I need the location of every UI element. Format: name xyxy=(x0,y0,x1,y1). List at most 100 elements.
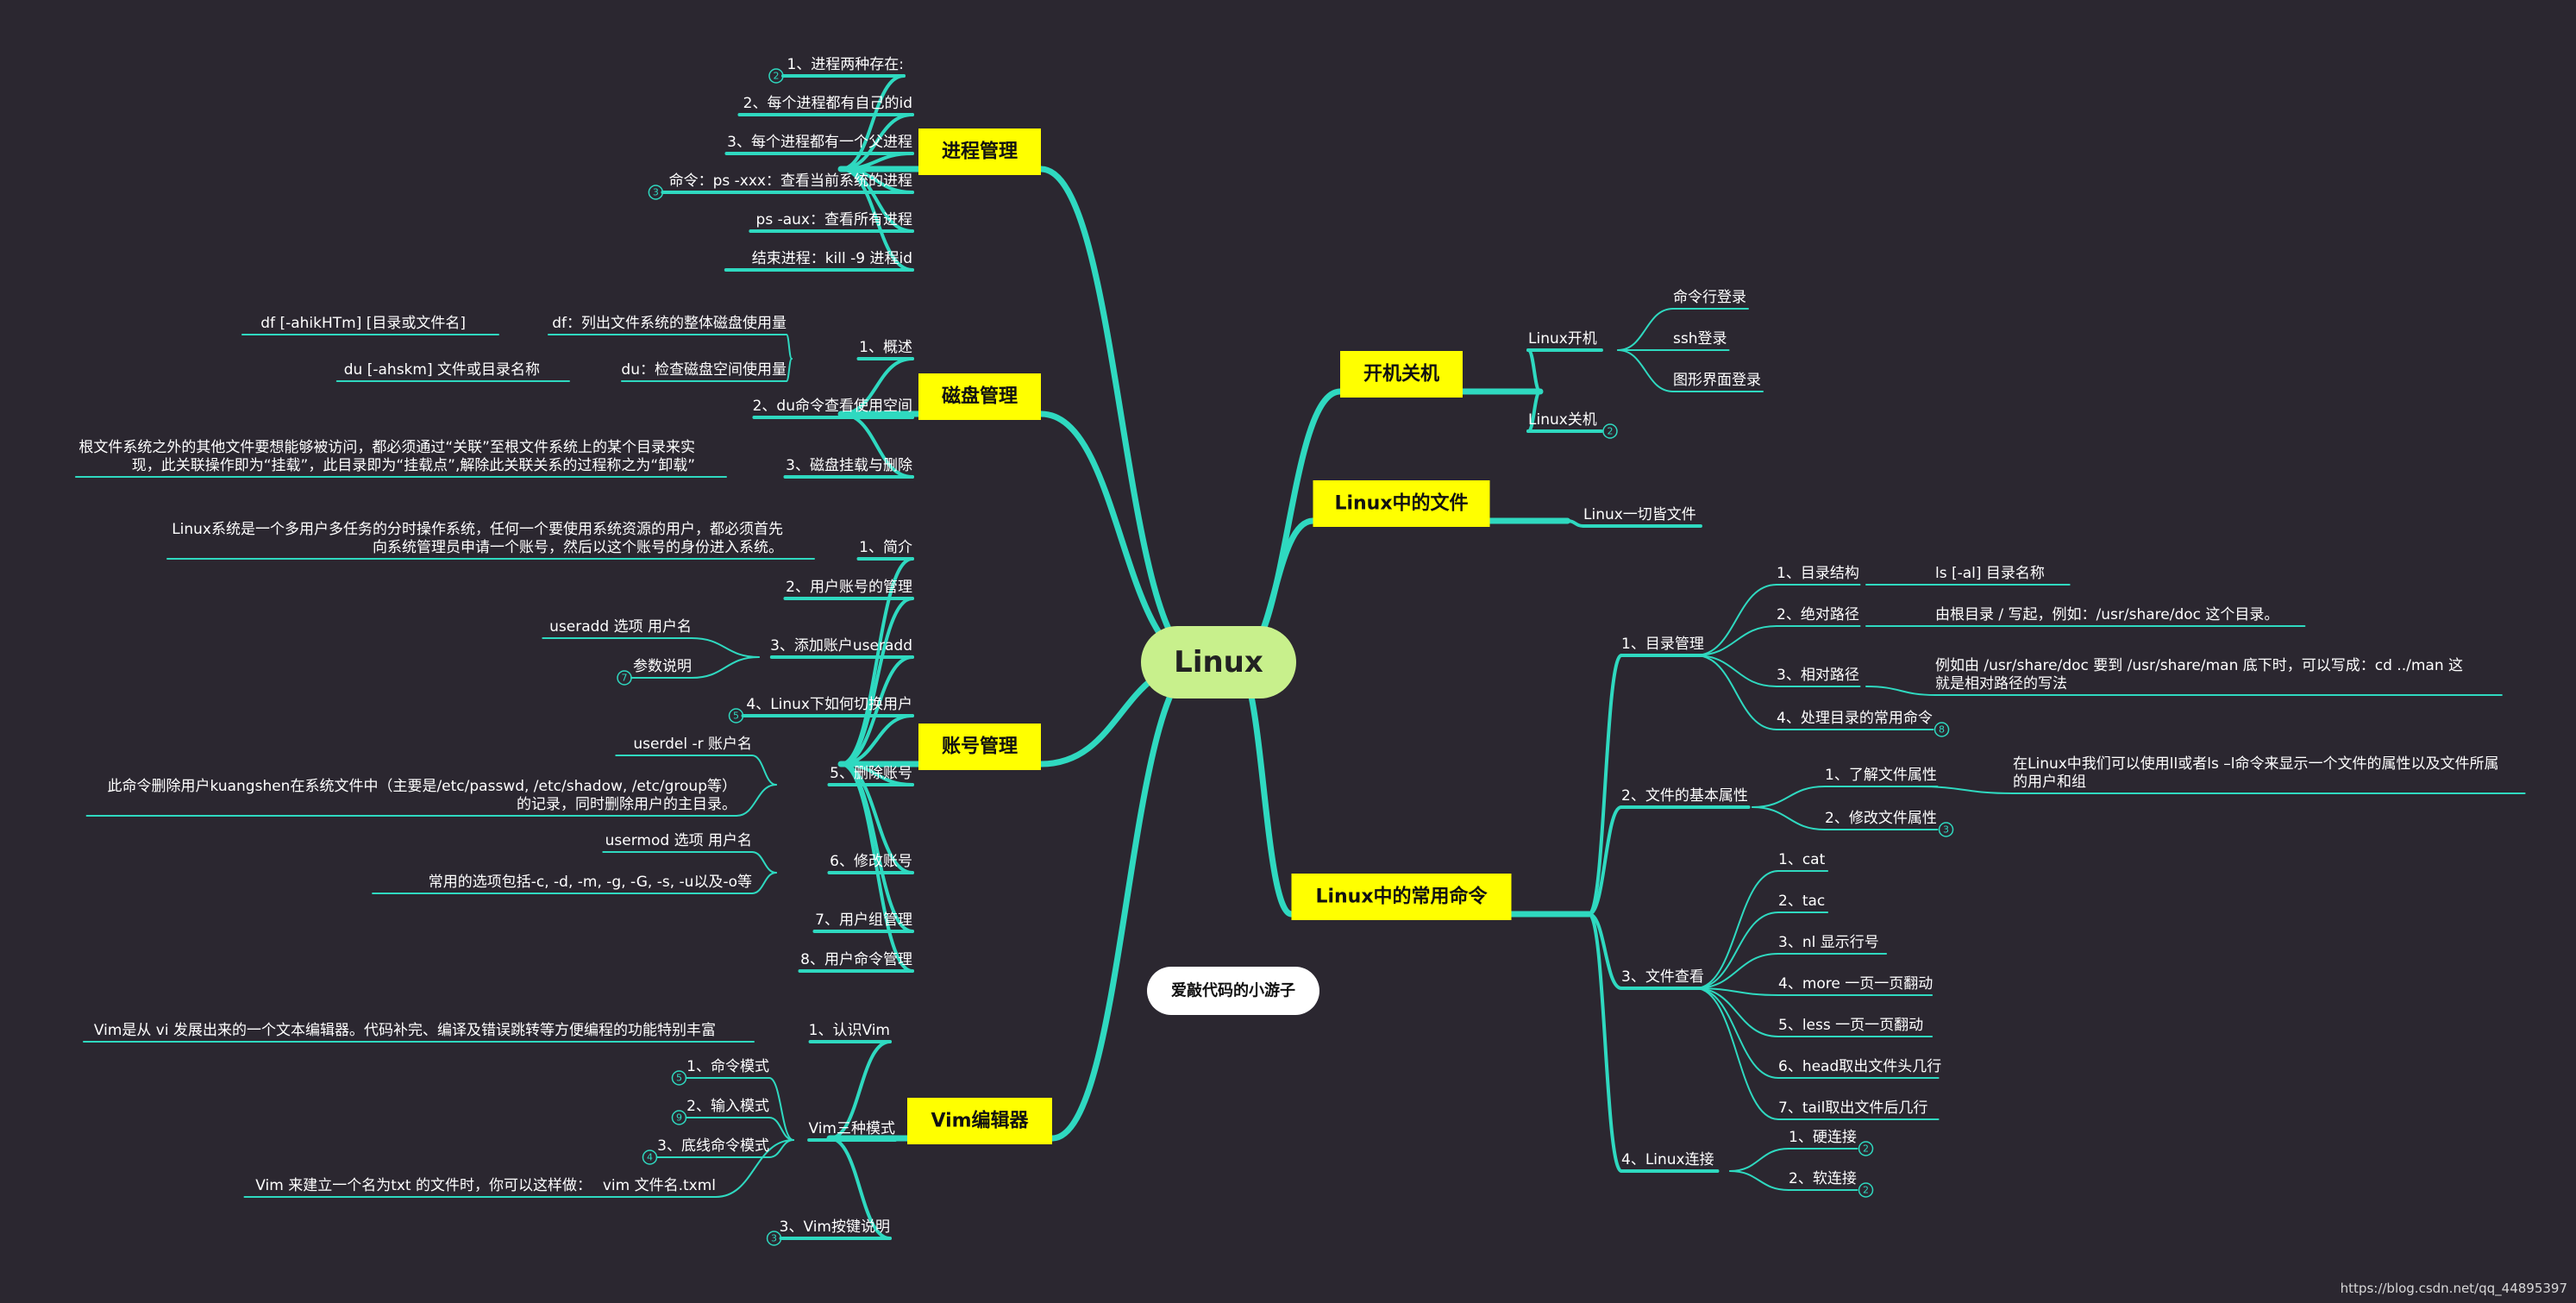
topic-zh6a[interactable]: usermod 选项 用户名 xyxy=(605,832,752,849)
topic-c3e[interactable]: 5、less 一页一页翻动 xyxy=(1778,1017,1923,1034)
topic-k1[interactable]: Linux开机 xyxy=(1528,330,1597,348)
topic-c3[interactable]: 3、文件查看 xyxy=(1621,968,1704,986)
topic-c1b[interactable]: 2、绝对路径 xyxy=(1777,606,1859,623)
topic-k2[interactable]: Linux关机 xyxy=(1528,411,1597,429)
topic-label: Vim 来建立一个名为txt 的文件时，你可以这样做： xyxy=(255,1177,592,1194)
topic-zh6[interactable]: 6、修改账号 xyxy=(830,853,912,870)
branch-topic-kj[interactable]: 开机关机 xyxy=(1340,351,1463,398)
topic-cp1[interactable]: 1、概述 xyxy=(859,339,912,356)
connector xyxy=(751,872,777,894)
central-topic[interactable]: Linux xyxy=(1141,626,1296,698)
topic-c2a[interactable]: 1、了解文件属性 xyxy=(1825,767,1937,784)
count-badge[interactable]: 8 xyxy=(1934,722,1950,737)
topic-jc4[interactable]: 命令：ps -xxx：查看当前系统的进程 xyxy=(669,172,912,190)
topic-v3[interactable]: 3、Vim按键说明 xyxy=(780,1218,890,1236)
topic-zh2[interactable]: 2、用户账号的管理 xyxy=(786,579,912,596)
branch-topic-cp[interactable]: 磁盘管理 xyxy=(918,373,1041,420)
topic-v2c[interactable]: 3、底线命令模式 xyxy=(657,1137,769,1155)
count-badge[interactable]: 2 xyxy=(1858,1141,1874,1156)
topic-zh3a[interactable]: useradd 选项 用户名 xyxy=(549,618,692,636)
topic-zh4[interactable]: 4、Linux下如何切换用户 xyxy=(746,696,912,713)
topic-zh8[interactable]: 8、用户命令管理 xyxy=(800,951,912,968)
topic-v2d[interactable]: vim 文件名.txml xyxy=(603,1177,716,1194)
connector xyxy=(1617,308,1674,351)
topic-k1b[interactable]: ssh登录 xyxy=(1673,330,1727,348)
topic-c1c[interactable]: 3、相对路径 xyxy=(1777,667,1859,684)
topic-zh6b[interactable]: 常用的选项包括-c, -d, -m, -g, -G, -s, -u以及-o等 xyxy=(429,874,752,891)
topic-cp2[interactable]: 2、du命令查看使用空间 xyxy=(753,397,912,415)
topic-c1a1[interactable]: ls [-al] 目录名称 xyxy=(1935,565,2045,582)
topic-zh5a[interactable]: userdel -r 账户名 xyxy=(633,736,752,753)
topic-zh3b[interactable]: 参数说明 xyxy=(633,658,692,675)
topic-label: 1、命令模式 xyxy=(686,1058,769,1075)
branch-topic-jc[interactable]: 进程管理 xyxy=(918,128,1041,175)
branch-topic-zh[interactable]: 账号管理 xyxy=(918,724,1041,770)
topic-c3g[interactable]: 7、tail取出文件后几行 xyxy=(1778,1099,1927,1117)
topic-c1d[interactable]: 4、处理目录的常用命令 xyxy=(1777,710,1933,727)
topic-cp1a1[interactable]: df [-ahikHTm] [目录或文件名] xyxy=(260,315,466,332)
topic-k1c[interactable]: 图形界面登录 xyxy=(1673,372,1761,389)
topic-cp3[interactable]: 3、磁盘挂载与删除 xyxy=(786,457,912,474)
count-badge[interactable]: 5 xyxy=(728,708,744,724)
branch-topic-cy[interactable]: Linux中的常用命令 xyxy=(1291,874,1512,920)
topic-c3b[interactable]: 2、tac xyxy=(1778,893,1825,910)
count-badge[interactable]: 5 xyxy=(671,1070,687,1086)
count-badge[interactable]: 3 xyxy=(648,185,664,200)
topic-c4a[interactable]: 1、硬连接 xyxy=(1789,1129,1857,1146)
count-badge[interactable]: 4 xyxy=(642,1150,658,1165)
topic-label: df：列出文件系统的整体磁盘使用量 xyxy=(552,314,787,332)
topic-c2a1[interactable]: 在Linux中我们可以使用ll或者ls –l命令来显示一个文件的属性以及文件所属… xyxy=(2013,755,2498,791)
topic-label: du：检查磁盘空间使用量 xyxy=(621,360,787,379)
topic-c1b1[interactable]: 由根目录 / 写起，例如：/usr/share/doc 这个目录。 xyxy=(1935,606,2278,623)
topic-w1[interactable]: Linux一切皆文件 xyxy=(1583,506,1696,523)
topic-c3d[interactable]: 4、more 一页一页翻动 xyxy=(1778,975,1933,993)
topic-v2[interactable]: Vim三种模式 xyxy=(808,1120,895,1137)
topic-v2b[interactable]: 2、输入模式 xyxy=(686,1098,769,1115)
topic-zh5b[interactable]: 此命令删除用户kuangshen在系统文件中（主要是/etc/passwd, /… xyxy=(108,778,736,813)
topic-c1[interactable]: 1、目录管理 xyxy=(1621,636,1704,653)
topic-label: Linux开机 xyxy=(1528,330,1597,348)
topic-cp1b[interactable]: du：检查磁盘空间使用量 xyxy=(621,360,787,379)
topic-cp1b1[interactable]: du [-ahskm] 文件或目录名称 xyxy=(344,361,540,379)
topic-c1a[interactable]: 1、目录结构 xyxy=(1777,565,1859,582)
topic-c3a[interactable]: 1、cat xyxy=(1778,851,1826,868)
branch-topic-wj[interactable]: Linux中的文件 xyxy=(1313,480,1490,527)
count-badge[interactable]: 3 xyxy=(766,1231,782,1246)
topic-c1c1[interactable]: 例如由 /usr/share/doc 要到 /usr/share/man 底下时… xyxy=(1935,657,2463,692)
topic-label: 4、more 一页一页翻动 xyxy=(1778,975,1933,993)
topic-c3c[interactable]: 3、nl 显示行号 xyxy=(1778,934,1879,951)
count-badge[interactable]: 2 xyxy=(768,68,784,84)
topic-zh5[interactable]: 5、删除账号 xyxy=(830,765,912,782)
topic-c2b[interactable]: 2、修改文件属性 xyxy=(1825,810,1937,827)
count-badge[interactable]: 2 xyxy=(1858,1182,1874,1198)
topic-zh3[interactable]: 3、添加账户useradd xyxy=(770,637,912,655)
topic-cp3a[interactable]: 根文件系统之外的其他文件要想能够被访问，都必须通过“关联”至根文件系统上的某个目… xyxy=(78,439,695,474)
branch-topic-vim[interactable]: Vim编辑器 xyxy=(907,1098,1052,1144)
topic-zh1a[interactable]: Linux系统是一个多用户多任务的分时操作系统，任何一个要使用系统资源的用户，都… xyxy=(172,520,783,556)
topic-jc6[interactable]: 结束进程：kill -9 进程id xyxy=(752,250,912,267)
topic-jc3[interactable]: 3、每个进程都有一个父进程 xyxy=(727,134,912,151)
topic-zh7[interactable]: 7、用户组管理 xyxy=(815,911,912,929)
topic-k1a[interactable]: 命令行登录 xyxy=(1673,289,1746,306)
topic-cp1a[interactable]: df：列出文件系统的整体磁盘使用量 xyxy=(552,314,787,332)
topic-box xyxy=(918,373,1041,420)
topic-v2a[interactable]: 1、命令模式 xyxy=(686,1058,769,1075)
count-badge[interactable]: 9 xyxy=(671,1110,687,1125)
branch-label: 进程管理 xyxy=(942,141,1018,163)
topic-v1[interactable]: 1、认识Vim xyxy=(809,1022,890,1039)
topic-label: 3、nl 显示行号 xyxy=(1778,934,1879,951)
topic-c2[interactable]: 2、文件的基本属性 xyxy=(1621,787,1748,805)
count-badge[interactable]: 2 xyxy=(1602,423,1618,439)
topic-zh1[interactable]: 1、简介 xyxy=(859,539,912,556)
count-badge[interactable]: 3 xyxy=(1938,822,1954,837)
topic-c3f[interactable]: 6、head取出文件头几行 xyxy=(1778,1058,1941,1075)
topic-jc5[interactable]: ps -aux：查看所有进程 xyxy=(756,211,912,229)
topic-v2d1[interactable]: Vim 来建立一个名为txt 的文件时，你可以这样做： xyxy=(255,1177,592,1194)
topic-c4b[interactable]: 2、软连接 xyxy=(1789,1170,1857,1187)
topic-jc1[interactable]: 1、进程两种存在: xyxy=(787,56,904,73)
topic-jc2[interactable]: 2、每个进程都有自己的id xyxy=(743,95,912,112)
topic-c4[interactable]: 4、Linux连接 xyxy=(1621,1151,1714,1168)
count-badge[interactable]: 7 xyxy=(617,670,632,686)
topic-v1a[interactable]: Vim是从 vi 发展出来的一个文本编辑器。代码补完、编译及错误跳转等方便编程的… xyxy=(94,1022,716,1039)
floating-topic[interactable]: 爱敲代码的小游子 xyxy=(1147,967,1319,1015)
